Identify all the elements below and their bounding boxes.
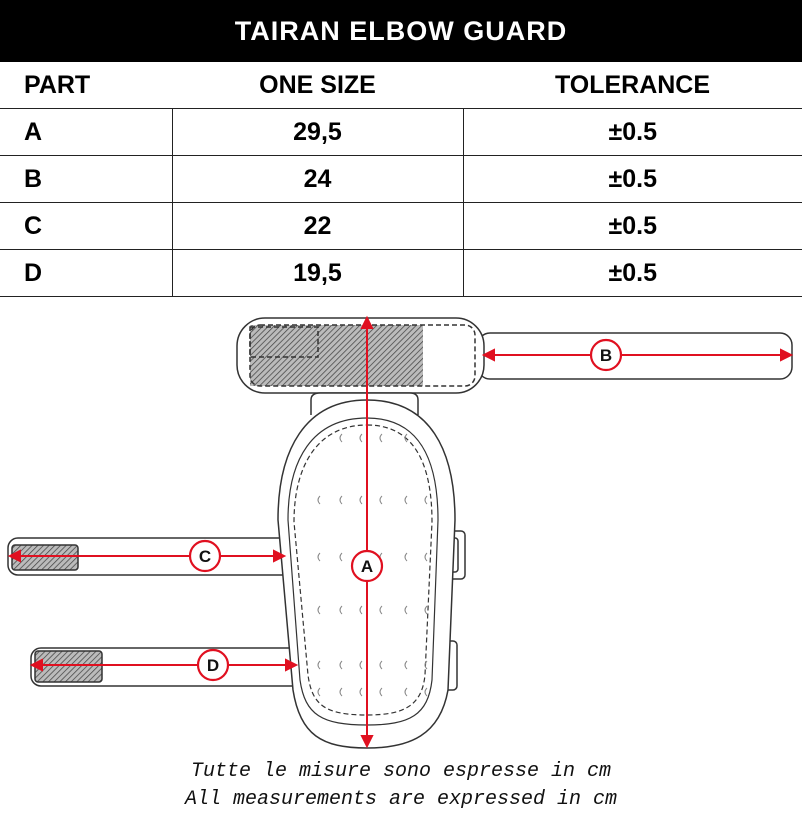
perforation-mark	[359, 687, 363, 697]
label-b: B	[600, 346, 612, 365]
page-title: TAIRAN ELBOW GUARD	[0, 0, 802, 62]
perforation-mark	[404, 660, 408, 670]
size-cell: 24	[171, 155, 464, 203]
part-cell: B	[0, 155, 172, 203]
perforation-mark	[379, 660, 383, 670]
perforation-mark	[424, 687, 428, 697]
perforation-mark	[359, 660, 363, 670]
perforation-mark	[317, 552, 321, 562]
perforation-mark	[339, 687, 343, 697]
size-cell: 22	[171, 202, 464, 250]
tolerance-cell: ±0.5	[463, 108, 802, 156]
caption-italian: Tutte le misure sono espresse in cm	[190, 760, 612, 783]
perforation-mark	[424, 552, 428, 562]
tolerance-cell: ±0.5	[463, 155, 802, 203]
perforation-mark	[359, 605, 363, 615]
part-cell: C	[0, 202, 172, 250]
perforation-mark	[404, 433, 408, 443]
perforation-mark	[359, 433, 363, 443]
header-tolerance: TOLERANCE	[463, 62, 802, 109]
perforation-mark	[404, 605, 408, 615]
tolerance-cell: ±0.5	[463, 202, 802, 250]
header-part: PART	[0, 62, 172, 109]
size-cell: 29,5	[171, 108, 464, 156]
perforation-mark	[379, 495, 383, 505]
perforation-mark	[339, 433, 343, 443]
perforation-mark	[379, 433, 383, 443]
perforation-mark	[317, 687, 321, 697]
perforation-mark	[317, 605, 321, 615]
perforation-mark	[339, 605, 343, 615]
header-size: ONE SIZE	[172, 62, 463, 109]
tolerance-cell: ±0.5	[463, 249, 802, 297]
part-cell: A	[0, 108, 172, 156]
size-cell: 19,5	[171, 249, 464, 297]
perforation-mark	[317, 660, 321, 670]
table-header: PART ONE SIZE TOLERANCE	[0, 62, 802, 109]
label-c: C	[199, 547, 211, 566]
label-a: A	[361, 557, 373, 576]
velcro-d	[34, 650, 103, 683]
perforation-mark	[424, 660, 428, 670]
perforation-mark	[339, 552, 343, 562]
perforation-mark	[359, 495, 363, 505]
label-d: D	[207, 656, 219, 675]
part-cell: D	[0, 249, 172, 297]
perforation-mark	[379, 687, 383, 697]
perforation-mark	[404, 495, 408, 505]
perforation-mark	[339, 660, 343, 670]
caption-english: All measurements are expressed in cm	[184, 788, 618, 811]
perforation-mark	[339, 495, 343, 505]
perforation-mark	[404, 687, 408, 697]
velcro-c	[11, 544, 79, 571]
velcro-top	[250, 325, 423, 386]
perforation-mark	[317, 495, 321, 505]
perforation-mark	[404, 552, 408, 562]
perforation-mark	[424, 605, 428, 615]
perforation-mark	[424, 495, 428, 505]
perforation-mark	[379, 605, 383, 615]
